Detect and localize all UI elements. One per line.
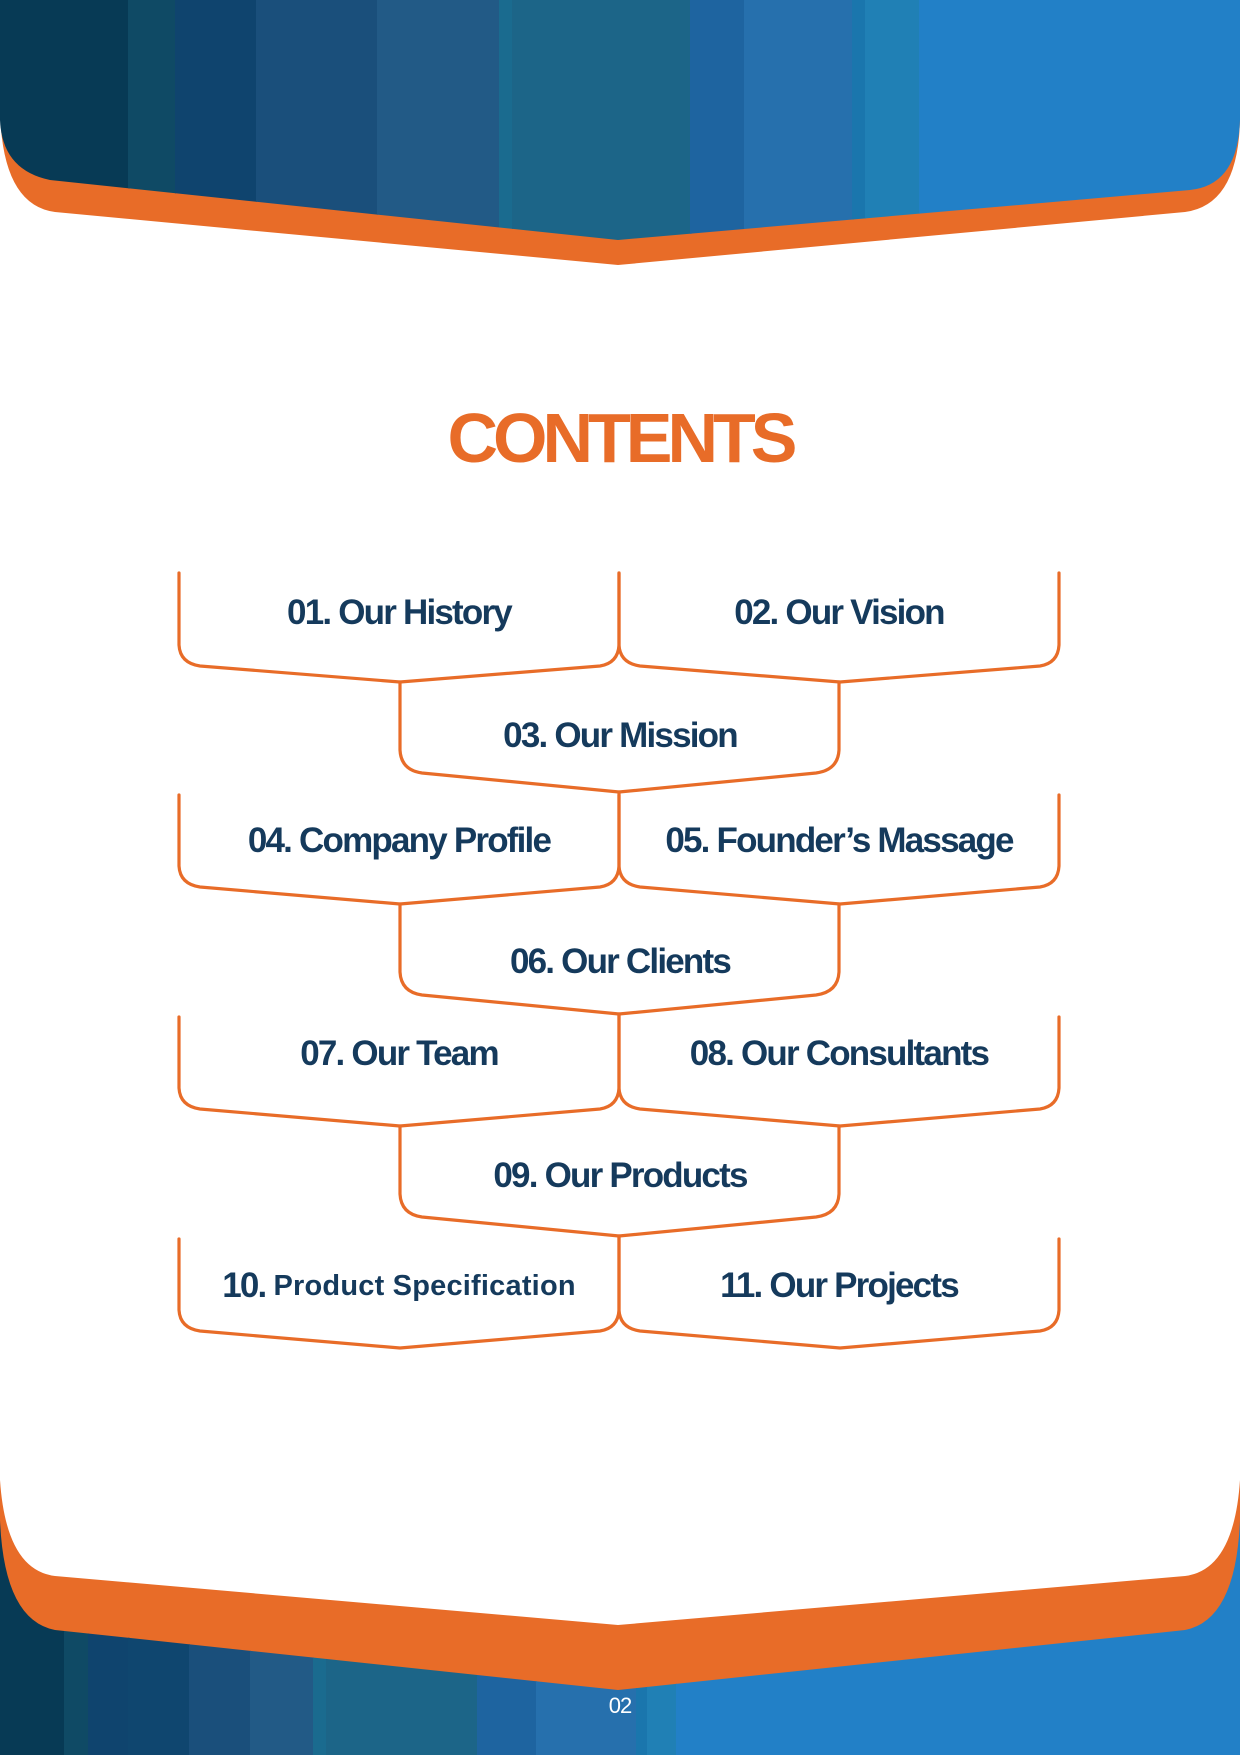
toc-item-label: Our Projects	[769, 1266, 959, 1305]
toc-item-our-consultants[interactable]: 08. Our Consultants	[621, 1024, 1057, 1084]
toc-item-number: 08.	[689, 1034, 735, 1073]
toc-item-label: Our Vision	[785, 593, 945, 632]
toc-item-company-profile[interactable]: 04. Company Profile	[181, 811, 617, 871]
toc-item-our-mission[interactable]: 03. Our Mission	[402, 706, 838, 766]
toc-item-label: Our Products	[544, 1156, 749, 1195]
toc-item-founders-message[interactable]: 05. Founder’s Massage	[621, 811, 1057, 871]
page-number: 02	[608, 1693, 632, 1718]
toc-item-label: Our Clients	[561, 942, 732, 981]
toc-item-label: Our Mission	[554, 716, 738, 755]
top-banner	[0, 0, 1240, 265]
toc-item-number: 05.	[665, 821, 710, 860]
toc-item-our-projects[interactable]: 11. Our Projects	[621, 1256, 1057, 1316]
toc-item-number: 09.	[493, 1156, 538, 1195]
toc-item-number: 04.	[247, 821, 293, 860]
toc-item-label: Our Consultants	[741, 1034, 990, 1073]
toc-item-our-products[interactable]: 09. Our Products	[402, 1146, 838, 1206]
toc-item-label: Company Profile	[299, 821, 552, 860]
toc-item-our-team[interactable]: 07. Our Team	[181, 1024, 617, 1084]
toc-item-number: 02.	[734, 593, 779, 632]
toc-item-our-clients[interactable]: 06. Our Clients	[402, 932, 838, 992]
toc-item-number: 07.	[300, 1034, 345, 1073]
toc-item-number: 06.	[509, 942, 555, 981]
toc-item-label: Our History	[338, 593, 513, 632]
page-title: CONTENTS	[447, 399, 798, 477]
toc-item-number: 03.	[503, 716, 548, 755]
bottom-banner	[0, 1480, 1240, 1755]
toc-item-label: Product Specification	[273, 1269, 576, 1302]
toc-item-label: Our Team	[351, 1034, 499, 1073]
toc-item-product-specification[interactable]: 10.Product Specification	[181, 1256, 617, 1316]
toc-item-number: 01.	[287, 593, 332, 632]
toc-item-our-vision[interactable]: 02. Our Vision	[621, 583, 1057, 643]
toc-item-number: 11.	[720, 1266, 763, 1305]
toc-item-our-history[interactable]: 01. Our History	[181, 583, 617, 643]
toc-item-number: 10.	[222, 1266, 267, 1305]
toc-item-label: Founder’s Massage	[716, 821, 1015, 860]
